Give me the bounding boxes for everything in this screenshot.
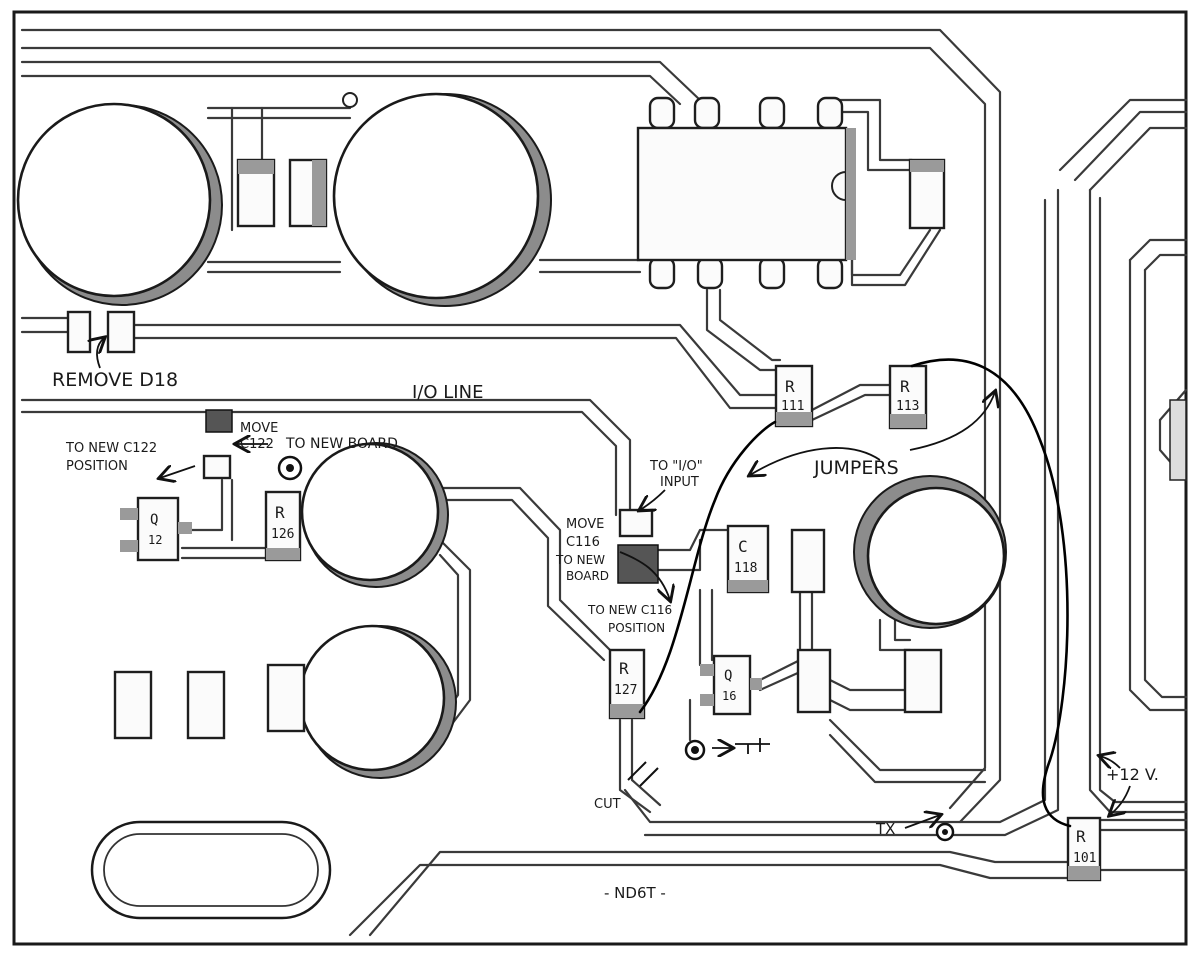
label-to-new-c116-b: POSITION bbox=[608, 621, 665, 635]
r111-number: 111 bbox=[781, 399, 804, 414]
q16-body bbox=[712, 654, 752, 716]
r101-number: 101 bbox=[1073, 851, 1096, 866]
jumper-wires bbox=[638, 358, 1072, 828]
r126-number: 126 bbox=[271, 527, 294, 542]
label-move-c122-b: C122 bbox=[240, 437, 274, 452]
r111-letter: R bbox=[785, 377, 795, 396]
pcb-traces bbox=[20, 28, 1188, 937]
q16-number: 16 bbox=[722, 689, 736, 703]
r113-number: 113 bbox=[896, 399, 919, 414]
r113-letter: R bbox=[900, 377, 910, 396]
label-move-c122-a: MOVE bbox=[240, 421, 278, 436]
label-move-c116-b: C116 bbox=[566, 535, 600, 550]
label-to-new-board: TO NEW BOARD bbox=[285, 436, 398, 452]
labelled-components bbox=[120, 364, 1102, 882]
q12-number: 12 bbox=[148, 533, 162, 547]
label-jumpers: JUMPERS bbox=[813, 457, 899, 479]
r127-number: 127 bbox=[614, 683, 637, 698]
label-to-io-input-b: INPUT bbox=[660, 475, 699, 490]
label-to-new-c122-b: POSITION bbox=[66, 459, 128, 474]
q12-letter: Q bbox=[150, 512, 158, 528]
q16-letter: Q bbox=[724, 668, 732, 684]
annotation-arrows bbox=[97, 338, 1131, 829]
label-move-c116-c: TO NEW bbox=[555, 553, 605, 567]
label-author: - ND6T - bbox=[604, 884, 666, 902]
label-remove-d18: REMOVE D18 bbox=[52, 369, 178, 391]
q12-body bbox=[136, 496, 180, 562]
c118-letter: C bbox=[738, 537, 748, 556]
c118-number: 118 bbox=[734, 561, 757, 576]
label-plus-12v: +12 V. bbox=[1106, 765, 1159, 784]
label-to-io-input-a: TO "I/O" bbox=[649, 459, 703, 474]
label-cut: CUT bbox=[594, 797, 621, 812]
label-to-new-c116-a: TO NEW C116 bbox=[587, 603, 672, 617]
electrolytic-capacitors bbox=[16, 92, 1007, 779]
r101-letter: R bbox=[1076, 827, 1086, 846]
label-move-c116-d: BOARD bbox=[566, 569, 609, 583]
label-move-c116-a: MOVE bbox=[566, 517, 604, 532]
label-to-new-c122-a: TO NEW C122 bbox=[65, 441, 157, 456]
component-designators: R 111 R 113 R 126 R 127 R 101 C 118 Q 12… bbox=[148, 377, 1096, 866]
cut-mark bbox=[627, 761, 659, 787]
annotation-labels: REMOVE D18 I/O LINE MOVE C122 TO NEW BOA… bbox=[52, 369, 1159, 902]
label-io-line: I/O LINE bbox=[412, 382, 483, 403]
dip-ic bbox=[636, 96, 856, 290]
label-tx: TX bbox=[875, 820, 895, 838]
r126-letter: R bbox=[275, 503, 285, 522]
small-components bbox=[66, 158, 1187, 920]
ground-symbol bbox=[712, 738, 770, 754]
r127-letter: R bbox=[619, 659, 629, 678]
